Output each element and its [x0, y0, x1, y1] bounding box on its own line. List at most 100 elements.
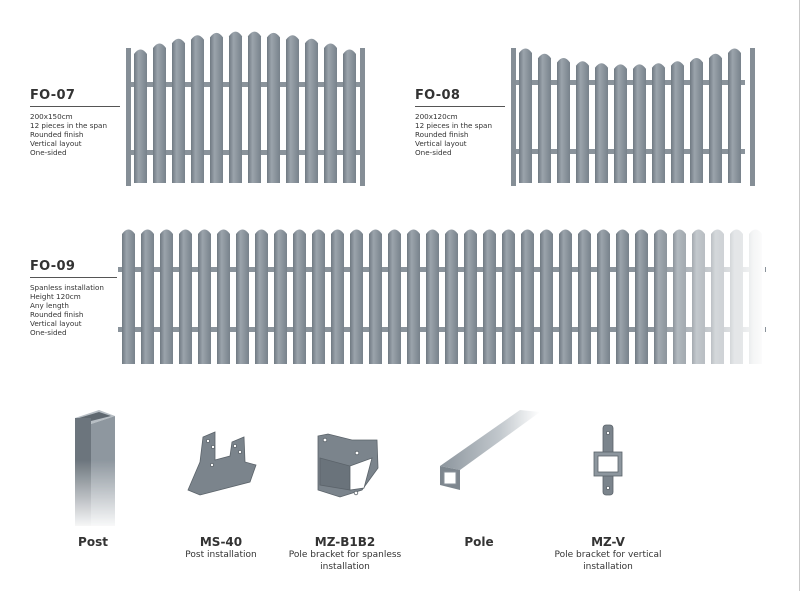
picket	[616, 229, 629, 364]
picket	[445, 229, 458, 364]
spec-fo07: FO-07 200x150cm 12 pieces in the span Ro…	[30, 88, 120, 157]
fence-fo07-image	[126, 31, 365, 186]
picket	[191, 35, 204, 183]
picket	[502, 229, 515, 364]
picket	[388, 229, 401, 364]
spec-line: Rounded finish	[30, 130, 84, 139]
picket	[426, 229, 439, 364]
picket	[578, 229, 591, 364]
fade-overlay	[650, 220, 765, 370]
pole-image	[440, 410, 540, 490]
spec-line: One-sided	[30, 148, 67, 157]
post	[750, 48, 755, 186]
spec-line: Any length	[30, 301, 69, 310]
picket	[521, 229, 534, 364]
spec-line: 12 pieces in the span	[415, 121, 492, 130]
accessory-name: MZ-V	[591, 535, 625, 549]
picket	[540, 229, 553, 364]
picket	[293, 229, 306, 364]
accessory-desc: Pole bracket for spanless installation	[288, 550, 402, 572]
picket	[652, 63, 665, 183]
accessory-mzb1b2: MZ-B1B2 Pole bracket for spanless instal…	[285, 535, 405, 573]
spec-fo08: FO-08 200x120cm 12 pieces in the span Ro…	[415, 88, 505, 157]
picket	[229, 31, 242, 184]
accessory-desc: Pole bracket for vertical installation	[554, 550, 662, 572]
picket	[248, 31, 261, 184]
picket	[312, 229, 325, 364]
picket	[160, 229, 173, 364]
picket	[343, 49, 356, 183]
picket	[407, 229, 420, 364]
picket	[122, 229, 135, 364]
rail	[515, 80, 745, 85]
spec-line: Vertical layout	[30, 319, 82, 328]
accessory-ms40: MS-40 Post installation	[171, 535, 271, 561]
rail	[515, 149, 745, 154]
picket	[134, 49, 147, 183]
picket	[483, 229, 496, 364]
spec-line: Spanless installation	[30, 283, 104, 292]
picket	[728, 48, 741, 183]
picket	[255, 229, 268, 364]
page-edge-line	[799, 0, 800, 591]
picket	[538, 53, 551, 183]
picket	[614, 64, 627, 183]
spec-line: One-sided	[30, 328, 67, 337]
spec-line: Vertical layout	[415, 139, 467, 148]
spec-line: Height 120cm	[30, 292, 81, 301]
rail	[118, 327, 766, 332]
picket	[671, 61, 684, 183]
picket	[198, 229, 211, 364]
spec-line: 12 pieces in the span	[30, 121, 107, 130]
rail	[130, 82, 360, 87]
picket	[597, 229, 610, 364]
divider	[30, 106, 120, 107]
spec-fo09: FO-09 Spanless installation Height 120cm…	[30, 259, 117, 337]
picket	[153, 43, 166, 183]
accessory-name: MZ-B1B2	[314, 535, 376, 549]
picket	[519, 48, 532, 183]
picket	[464, 229, 477, 364]
accessory-pole: Pole	[439, 535, 519, 549]
picket	[709, 53, 722, 183]
spec-line: One-sided	[415, 148, 452, 157]
ms40-image	[187, 431, 257, 496]
spec-line: Vertical layout	[30, 139, 82, 148]
picket	[305, 38, 318, 183]
picket	[172, 38, 185, 183]
picket	[236, 229, 249, 364]
spec-title: FO-09	[30, 259, 76, 274]
picket	[217, 229, 230, 364]
picket	[559, 229, 572, 364]
post	[511, 48, 516, 186]
spec-line: 200x120cm	[415, 112, 458, 121]
picket	[286, 35, 299, 183]
picket	[369, 229, 382, 364]
post	[126, 48, 131, 186]
accessory-name: Pole	[464, 535, 494, 549]
picket	[350, 229, 363, 364]
rail	[130, 150, 360, 155]
divider	[415, 106, 505, 107]
spec-line: Rounded finish	[415, 130, 469, 139]
picket	[141, 229, 154, 364]
divider	[30, 277, 117, 278]
spec-title: FO-08	[415, 88, 461, 103]
picket	[557, 58, 570, 183]
mzv-image	[593, 424, 623, 496]
picket	[267, 32, 280, 184]
fence-fo08-image	[511, 48, 755, 186]
mzb1b2-image	[317, 433, 379, 498]
picket	[595, 63, 608, 183]
accessory-mzv: MZ-V Pole bracket for vertical installat…	[548, 535, 668, 573]
picket	[179, 229, 192, 364]
fence-fo09-image	[118, 229, 766, 364]
accessory-name: MS-40	[199, 535, 243, 549]
picket	[324, 43, 337, 183]
spec-line: Rounded finish	[30, 310, 84, 319]
picket	[576, 61, 589, 183]
picket	[210, 32, 223, 184]
spec-line: 200x150cm	[30, 112, 73, 121]
accessory-name: Post	[78, 535, 108, 549]
